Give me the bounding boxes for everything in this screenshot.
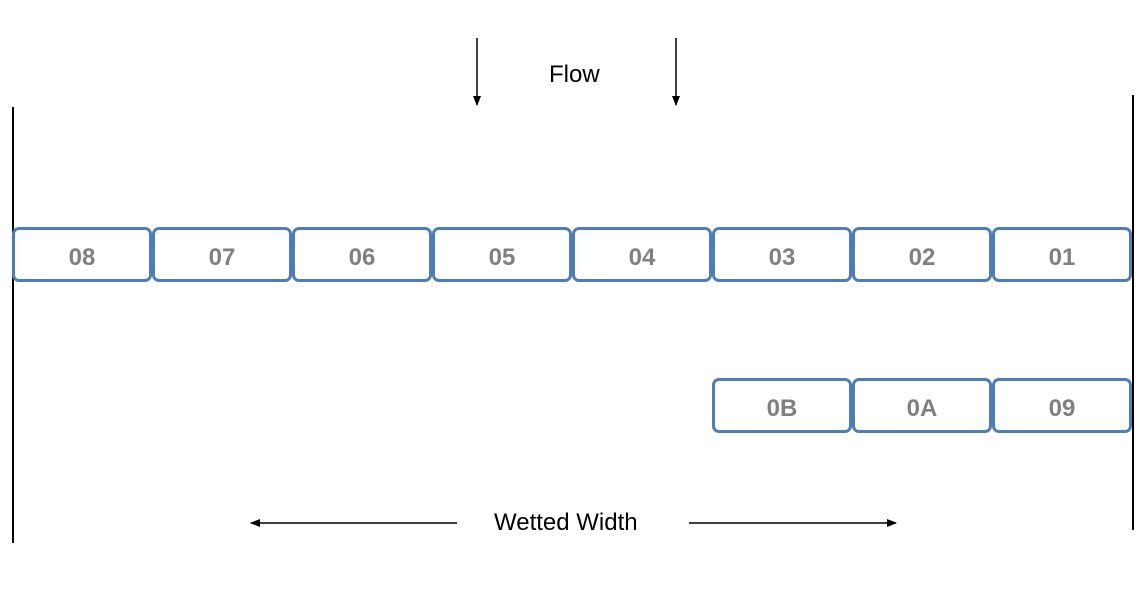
cell-box-02: 02 (852, 227, 992, 282)
flow-label: Flow (549, 61, 600, 88)
cell-box-05: 05 (432, 227, 572, 282)
cell-box-01: 01 (992, 227, 1132, 282)
cell-box-04: 04 (572, 227, 712, 282)
cell-box-0b: 0B (712, 378, 852, 433)
wetted-width-label: Wetted Width (494, 509, 638, 536)
cell-box-09: 09 (992, 378, 1132, 433)
cell-box-03: 03 (712, 227, 852, 282)
cell-box-06: 06 (292, 227, 432, 282)
cell-box-07: 07 (152, 227, 292, 282)
cell-box-0a: 0A (852, 378, 992, 433)
cell-box-08: 08 (12, 227, 152, 282)
